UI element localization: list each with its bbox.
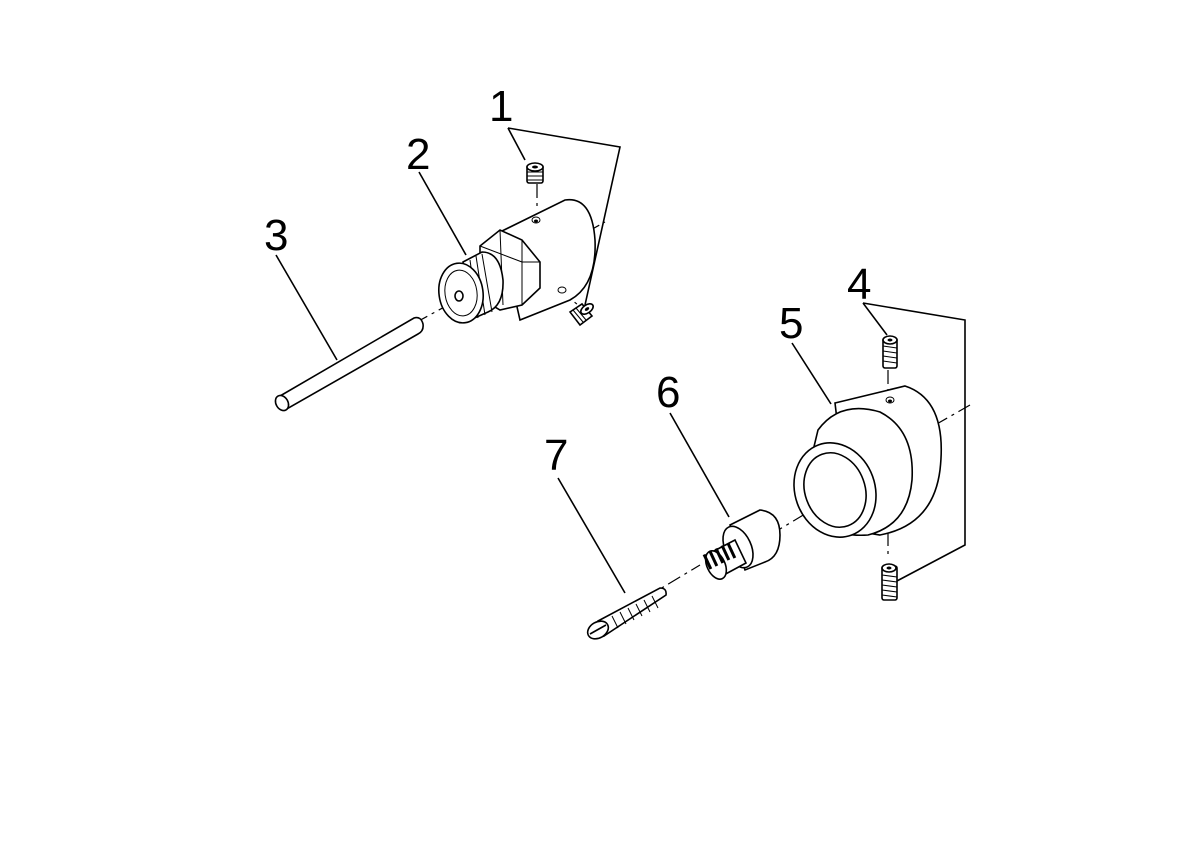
leader-lines xyxy=(275,127,966,594)
callout-6: 6 xyxy=(656,368,680,417)
grub-screw-top xyxy=(882,335,898,369)
callout-4: 4 xyxy=(847,260,871,309)
callout-5: 5 xyxy=(779,299,803,348)
set-screw-bottom xyxy=(568,302,594,327)
callout-7: 7 xyxy=(544,431,568,480)
set-screws-part-1 xyxy=(526,162,594,327)
grub-screws-part-4 xyxy=(881,335,898,601)
grub-screw-bottom xyxy=(881,563,898,601)
callout-3: 3 xyxy=(264,211,288,260)
callout-2: 2 xyxy=(406,130,430,179)
callout-1: 1 xyxy=(489,82,513,131)
handle-body-part-5 xyxy=(793,385,943,538)
valve-body-part-2 xyxy=(438,198,596,324)
slotted-screw-part-7 xyxy=(586,587,667,640)
rod-part-3 xyxy=(274,316,424,412)
splined-adapter-part-6 xyxy=(702,509,781,580)
set-screw-top xyxy=(526,162,544,184)
